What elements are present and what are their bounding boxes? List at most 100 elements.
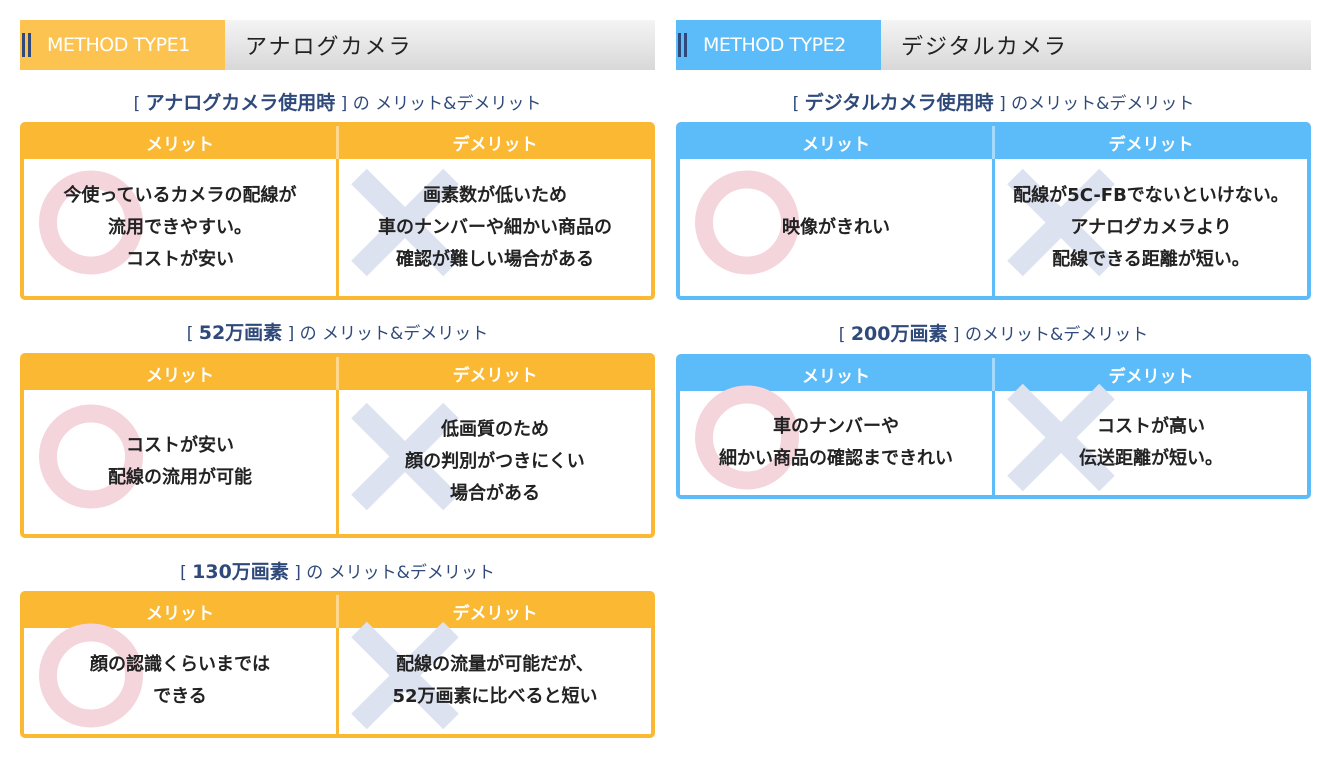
merit-line: 顔の認識くらいまでは (90, 654, 270, 675)
merit-line: できる (153, 686, 207, 707)
demerit-header: デメリット (1108, 135, 1194, 155)
demerit-line: 顔の判別がつきにくい (405, 451, 585, 472)
merit-demerit-table: メリット デメリット映像がきれい 配線が5C-FBでないといけない。アナログカメラよ… (676, 122, 1311, 300)
merit-line: 今使っているカメラの配線が (63, 184, 297, 206)
merit-cell: コストが安い配線の流用が可能 (24, 390, 339, 534)
tag-bar-icon (22, 33, 31, 57)
demerit-line: 画素数が低いため (423, 184, 567, 206)
circle-icon (694, 169, 800, 286)
circle-icon (38, 404, 144, 521)
merit-demerit-table: メリット デメリットコストが安い配線の流用が可能 低画質のため顔の判別がつきにくい場… (20, 353, 655, 538)
merit-header: メリット (24, 357, 339, 390)
tag-bar-icon (678, 33, 687, 57)
digital-column: METHOD TYPE2 デジタルカメラ [ デジタルカメラ使用時 ] のメリッ… (676, 20, 1311, 499)
merit-demerit-table: メリット デメリット車のナンバーや細かい商品の確認まできれい コストが高い伝送距離が… (676, 354, 1311, 499)
section-suffix: の メリット&デメリット (306, 563, 495, 583)
method-title: デジタルカメラ (901, 35, 1068, 60)
merit-cell: 車のナンバーや細かい商品の確認まできれい (680, 385, 995, 495)
cross-icon (349, 166, 461, 289)
section-subtitle: [ 130万画素 ] の メリット&デメリット (180, 561, 495, 583)
demerit-line: コストが高い (1097, 416, 1205, 437)
section-subject: デジタルカメラ使用時 (804, 92, 994, 114)
demerit-text: 低画質のため顔の判別がつきにくい場合がある (405, 414, 585, 510)
cross-icon (349, 620, 461, 735)
section-subject: 52万画素 (198, 322, 283, 344)
demerit-header: デメリット (452, 135, 538, 155)
merit-line: コストが安い (125, 248, 234, 270)
table-row: 今使っているカメラの配線が流用できやすい。コストが安い画素数が低いため車のナンバ… (24, 159, 651, 296)
demerit-cell: 配線が5C-FBでないといけない。アナログカメラより配線できる距離が短い。 (995, 159, 1307, 296)
section-suffix: のメリット&デメリット (964, 325, 1149, 345)
circle-icon (38, 169, 144, 286)
method-header: METHOD TYPE2 デジタルカメラ (676, 20, 1311, 70)
demerit-line: 低画質のため (440, 419, 549, 440)
merit-cell: 今使っているカメラの配線が流用できやすい。コストが安い (24, 159, 339, 296)
table-row: コストが安い配線の流用が可能 低画質のため顔の判別がつきにくい場合がある (24, 390, 651, 534)
merit-line: 細かい商品の確認まできれい (719, 448, 953, 469)
cross-icon (1005, 382, 1117, 496)
demerit-line: 配線が5C-FBでないといけない。 (1013, 184, 1289, 206)
section-subtitle: [ 200万画素 ] のメリット&デメリット (838, 323, 1149, 345)
cross-icon (1005, 166, 1117, 289)
merit-line: 配線の流用が可能 (108, 467, 252, 488)
demerit-text: 配線が5C-FBでないといけない。アナログカメラより配線できる距離が短い。 (1013, 180, 1289, 276)
method-title: アナログカメラ (245, 35, 413, 60)
table-header: メリット デメリット (24, 595, 651, 628)
merit-line: コストが安い (126, 435, 234, 456)
demerit-text: コストが高い伝送距離が短い。 (1079, 411, 1223, 475)
demerit-line: 車のナンバーや細かい商品の (378, 216, 612, 238)
demerit-line: 伝送距離が短い。 (1079, 448, 1223, 469)
demerit-cell: 低画質のため顔の判別がつきにくい場合がある (339, 390, 651, 534)
demerit-cell: 画素数が低いため車のナンバーや細かい商品の確認が難しい場合がある (339, 159, 651, 296)
demerit-cell: 配線の流量が可能だが、 52万画素に比べると短い (339, 621, 651, 734)
section-subtitle: [ 52万画素 ] の メリット&デメリット (186, 322, 489, 344)
merit-header: メリット (24, 126, 339, 159)
section-subject: アナログカメラ使用時 (145, 92, 336, 114)
merit-line: 流用できやすい。 (107, 216, 252, 238)
merit-header: メリット (680, 358, 995, 391)
table-row: 車のナンバーや細かい商品の確認まできれい コストが高い伝送距離が短い。 (680, 383, 1307, 495)
merit-cell: 映像がきれい (680, 159, 995, 296)
table-row: 映像がきれい 配線が5C-FBでないといけない。アナログカメラより配線できる距離が… (680, 159, 1307, 296)
demerit-line: アナログカメラより (1070, 216, 1232, 238)
table-header: メリット デメリット (680, 358, 1307, 391)
section-subtitle: [ デジタルカメラ使用時 ] のメリット&デメリット (792, 92, 1195, 114)
merit-line: 車のナンバーや (773, 416, 899, 437)
merit-demerit-table: メリットデメリット今使っているカメラの配線が流用できやすい。コストが安い画素数が… (20, 122, 655, 300)
demerit-text: 画素数が低いため車のナンバーや細かい商品の確認が難しい場合がある (378, 180, 612, 276)
section-suffix: の メリット&デメリット (299, 324, 489, 344)
table-header: メリット デメリット (24, 126, 651, 159)
method-tag: METHOD TYPE1 (20, 20, 225, 70)
cross-icon (349, 401, 461, 524)
merit-header: メリット (680, 126, 995, 159)
method-tag-label: METHOD TYPE2 (703, 34, 846, 56)
section-subtitle: [ アナログカメラ使用時 ] の メリット&デメリット (133, 92, 542, 114)
merit-header: メリット (24, 595, 339, 628)
section-suffix: のメリット&デメリット (1011, 94, 1195, 114)
demerit-header: デメリット (452, 604, 538, 624)
demerit-header: デメリット (1108, 367, 1194, 387)
method-header: METHOD TYPE1 アナログカメラ (20, 20, 655, 70)
merit-text: コストが安い配線の流用が可能 (108, 430, 252, 494)
analog-column: METHOD TYPE1 アナログカメラ [ アナログカメラ使用時 ] の メリ… (20, 20, 655, 738)
demerit-header: デメリット (452, 366, 538, 386)
merit-demerit-table: メリット デメリット顔の認識くらいまではできる 配線の流量が可能だが、 52万画素に比… (20, 591, 655, 738)
demerit-line: 確認が難しい場合がある (396, 248, 594, 270)
demerit-line: 52万画素に比べると短い (392, 686, 598, 707)
demerit-cell: コストが高い伝送距離が短い。 (995, 383, 1307, 495)
merit-text: 今使っているカメラの配線が流用できやすい。コストが安い (63, 180, 296, 276)
demerit-line: 配線の流量が可能だが、 (396, 654, 594, 675)
section-subject: 130万画素 (192, 561, 289, 583)
section-suffix: の メリット&デメリット (352, 94, 542, 114)
table-row: 顔の認識くらいまではできる 配線の流量が可能だが、 52万画素に比べると短い (24, 621, 651, 734)
demerit-line: 場合がある (449, 483, 540, 504)
circle-icon (694, 385, 800, 496)
table-header: メリット デメリット (24, 357, 651, 390)
method-tag: METHOD TYPE2 (676, 20, 881, 70)
merit-line: 映像がきれい (782, 216, 890, 238)
demerit-text: 配線の流量が可能だが、 52万画素に比べると短い (392, 649, 597, 713)
demerit-line: 配線できる距離が短い。 (1052, 248, 1250, 270)
table-header: メリット デメリット (680, 126, 1307, 159)
method-tag-label: METHOD TYPE1 (47, 34, 190, 56)
section-subject: 200万画素 (850, 323, 948, 345)
